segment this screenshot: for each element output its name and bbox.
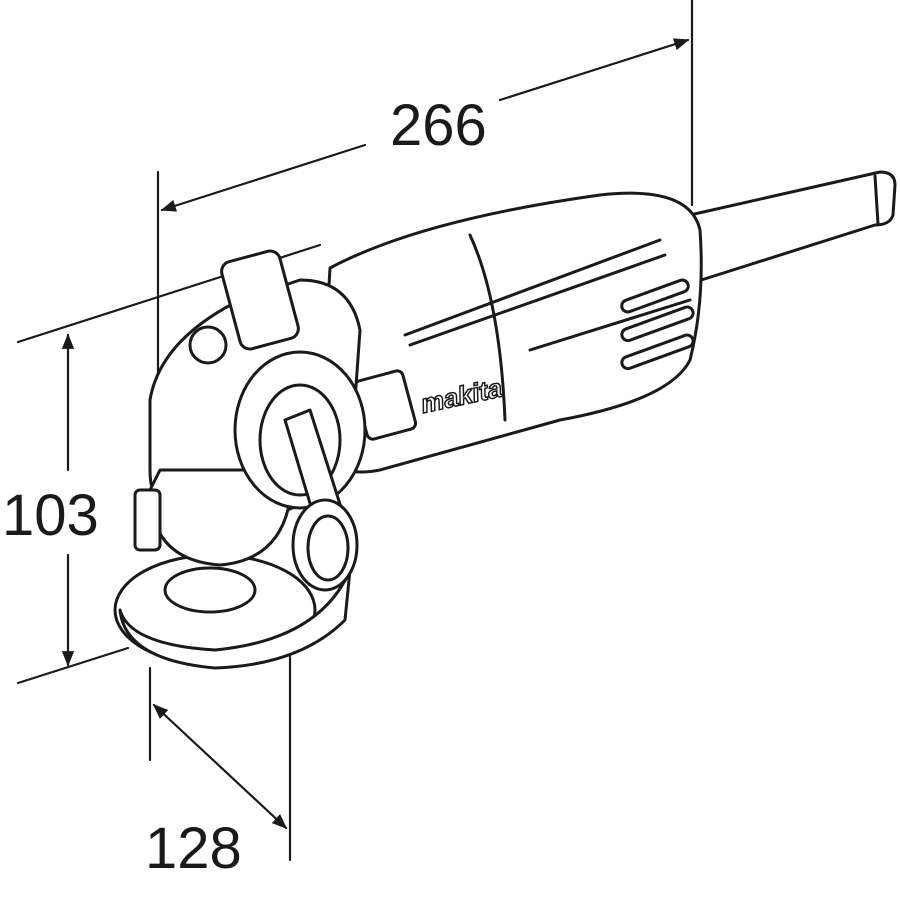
- power-cord: [688, 170, 897, 284]
- length-label: 266: [390, 93, 487, 158]
- motor-housing: [318, 191, 703, 474]
- vent-slots: [620, 278, 695, 371]
- flange-nut: [163, 566, 257, 614]
- spindle-lock: [220, 249, 300, 351]
- dimension-length: 266: [156, 0, 694, 422]
- dimension-arrow: [152, 703, 288, 830]
- dimension-height: 103: [2, 243, 322, 685]
- guard-clamp: [133, 488, 162, 552]
- width-label: 128: [145, 816, 242, 881]
- extension-line: [16, 646, 130, 685]
- dimension-arrow: [160, 143, 367, 212]
- grinder-body: makita: [113, 170, 897, 670]
- dimension-width: 128: [145, 648, 292, 881]
- lock-button: [188, 325, 228, 365]
- height-label: 103: [2, 483, 99, 548]
- dimension-arrow: [498, 38, 690, 102]
